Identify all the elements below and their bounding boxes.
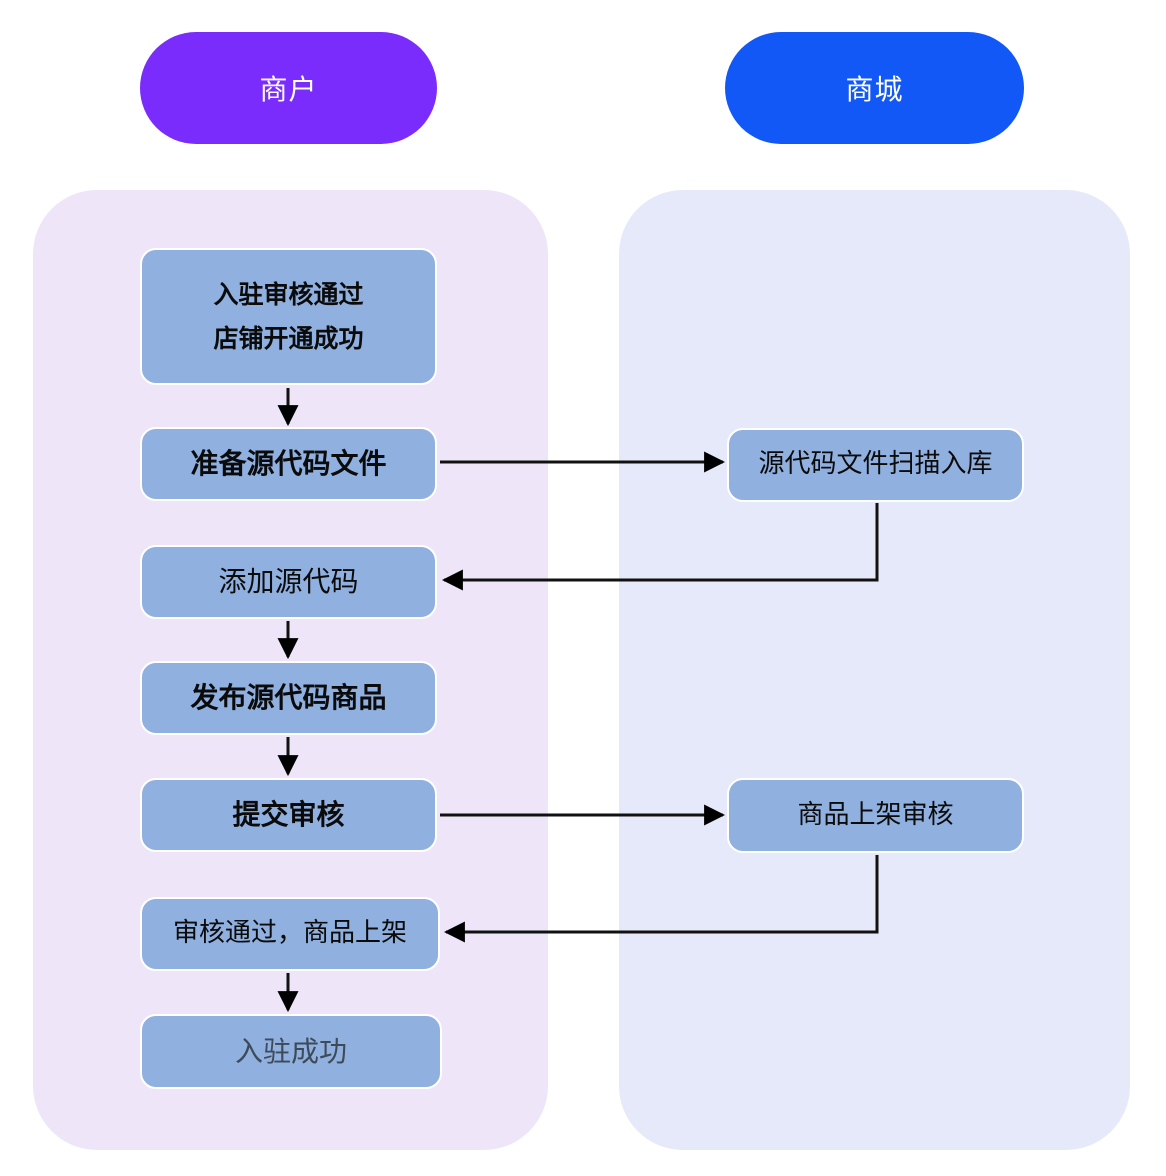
merchant-lane-header-label: 商户 — [259, 73, 318, 106]
mall-lane-background — [619, 190, 1130, 1150]
flow-node-publish-product-label: 发布源代码商品 — [190, 681, 387, 715]
flow-node-approved-product-listed-label: 审核通过，商品上架 — [172, 918, 407, 949]
flow-node-approved-product-listed: 审核通过，商品上架 — [140, 897, 440, 971]
flow-node-add-source-code: 添加源代码 — [140, 545, 437, 619]
flow-node-submit-review: 提交审核 — [140, 778, 437, 852]
flow-node-source-file-scan-label: 源代码文件扫描入库 — [758, 449, 993, 480]
flow-node-onboarding-approved-line1: 入驻审核通过 — [213, 279, 364, 309]
mall-lane-header: 商城 — [725, 32, 1024, 144]
flow-node-publish-product: 发布源代码商品 — [140, 661, 437, 735]
flow-node-add-source-code-label: 添加源代码 — [218, 565, 359, 599]
flow-node-source-file-scan: 源代码文件扫描入库 — [727, 428, 1024, 502]
flow-node-product-listing-review: 商品上架审核 — [727, 778, 1024, 853]
flow-node-onboarding-success-label: 入驻成功 — [234, 1034, 347, 1068]
flow-node-onboarding-approved-line2: 店铺开通成功 — [213, 323, 364, 353]
flow-node-submit-review-label: 提交审核 — [232, 798, 345, 832]
flow-node-product-listing-review-label: 商品上架审核 — [797, 799, 954, 830]
merchant-lane-header: 商户 — [140, 32, 437, 144]
flow-node-prepare-source-files: 准备源代码文件 — [140, 427, 437, 501]
mall-lane-header-label: 商城 — [845, 73, 904, 106]
flow-node-onboarding-success: 入驻成功 — [140, 1014, 442, 1089]
flow-node-prepare-source-files-label: 准备源代码文件 — [190, 447, 387, 481]
flow-node-onboarding-approved: 入驻审核通过 店铺开通成功 — [140, 248, 437, 385]
